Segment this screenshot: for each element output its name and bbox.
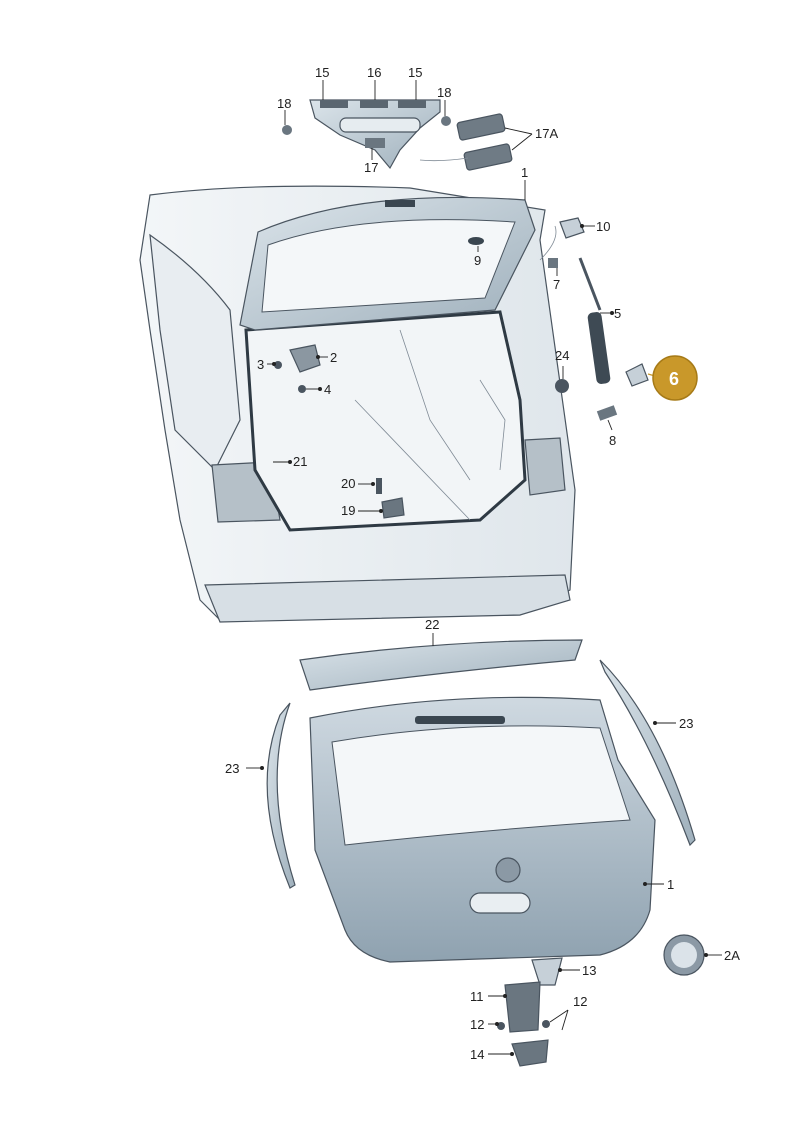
label-8: 8: [609, 433, 616, 448]
tail-light-right: [524, 437, 566, 496]
part-24-plug: [555, 379, 569, 393]
label-22: 22: [425, 617, 439, 632]
label-17: 17: [364, 160, 378, 175]
label-21: 21: [293, 454, 307, 469]
callout-6[interactable]: 6: [647, 355, 698, 401]
label-17A: 17A: [535, 126, 558, 141]
part-7-clip: [548, 258, 558, 268]
label-13: 13: [582, 963, 596, 978]
tailgate-emblem-recess: [495, 857, 521, 883]
light-bulb-15b: [398, 100, 426, 108]
label-24: 24: [555, 348, 569, 363]
light-bulb-15a: [320, 100, 348, 108]
label-5: 5: [614, 306, 621, 321]
part-4-nut: [298, 385, 306, 393]
light-housing: [309, 99, 441, 170]
light-bulb-16: [360, 100, 388, 108]
light-connector: [365, 138, 385, 148]
callout-6-number: 6: [669, 369, 679, 389]
label-23-right: 23: [679, 716, 693, 731]
label-11: 11: [470, 989, 484, 1004]
switch-17A-upper: [456, 113, 506, 141]
label-15b: 15: [408, 65, 422, 80]
gas-strut-rod: [578, 257, 602, 311]
light-lens: [339, 117, 421, 133]
part-13-cover: [531, 957, 563, 986]
label-10: 10: [596, 219, 610, 234]
label-16: 16: [367, 65, 381, 80]
part-20-bolt: [376, 478, 382, 494]
label-1-bottom: 1: [667, 877, 674, 892]
label-3: 3: [257, 357, 264, 372]
label-18a: 18: [277, 96, 291, 111]
part-5-gas-strut: [587, 312, 611, 384]
tailgate-plate-light: [469, 892, 531, 914]
interior-line-c: [479, 379, 506, 471]
car-body: [139, 185, 576, 623]
label-19: 19: [341, 503, 355, 518]
interior-line-a: [354, 399, 471, 521]
light-housing-group: [282, 99, 513, 171]
part-22-spoiler: [299, 639, 583, 691]
raised-tailgate-window: [261, 219, 516, 313]
part-23-trim-left: [266, 702, 296, 889]
part-8-bolt: [596, 405, 618, 421]
tailgate-exploded: [266, 639, 705, 1067]
raised-brake-light: [385, 200, 415, 207]
switch-cable: [419, 157, 469, 162]
label-9: 9: [474, 253, 481, 268]
label-2: 2: [330, 350, 337, 365]
tailgate-opening-seal: [244, 310, 527, 532]
label-14: 14: [470, 1047, 484, 1062]
part-11-lock: [504, 981, 541, 1033]
part-9-emblem: [468, 237, 484, 245]
callout-6-badge[interactable]: [652, 355, 698, 401]
part-6-bracket: [625, 363, 649, 387]
label-18b: 18: [437, 85, 451, 100]
interior-line-b: [399, 329, 471, 481]
label-23-left: 23: [225, 761, 239, 776]
screw-18-left: [282, 125, 292, 135]
label-layer: 15 16 15 18 18 17 17A 1 10 9 7 5 24 8 3 …: [225, 65, 740, 1062]
part-23-trim-right: [599, 659, 696, 847]
label-1-top: 1: [521, 165, 528, 180]
tailgate-window-opening: [331, 725, 631, 846]
label-12b: 12: [573, 994, 587, 1009]
part-14-handle: [511, 1039, 549, 1067]
part-10-bumper-stop: [559, 217, 585, 239]
label-2A: 2A: [724, 948, 740, 963]
switch-17A-lower: [463, 143, 513, 171]
label-15a: 15: [315, 65, 329, 80]
part-2-hinge: [289, 344, 321, 373]
leader-dots: [260, 224, 708, 1056]
part-12-nut-right: [542, 1020, 550, 1028]
part-2A-emblem-inner: [671, 942, 697, 968]
rear-bumper: [204, 574, 571, 623]
small-parts-upper: [274, 217, 649, 519]
label-20: 20: [341, 476, 355, 491]
part-3-bolt: [274, 361, 282, 369]
screw-18-right: [441, 116, 451, 126]
part-10-cable: [539, 225, 557, 261]
tailgate-brake-light: [415, 716, 505, 724]
part-19-striker: [381, 497, 405, 519]
label-7: 7: [553, 277, 560, 292]
label-4: 4: [324, 382, 331, 397]
label-12a: 12: [470, 1017, 484, 1032]
